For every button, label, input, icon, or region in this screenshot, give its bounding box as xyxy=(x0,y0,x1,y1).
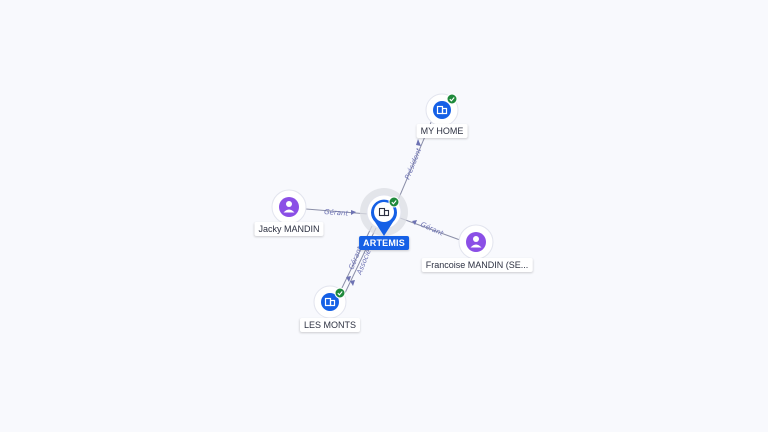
node-jacky-mandin[interactable] xyxy=(271,189,307,225)
node-artemis[interactable] xyxy=(360,188,408,236)
edge-jacky-artemis xyxy=(305,208,369,215)
node-les-monts[interactable] xyxy=(313,285,347,319)
node-francoise-mandin[interactable] xyxy=(458,224,494,260)
arrowhead-icon xyxy=(346,276,351,282)
label-jacky-mandin[interactable]: Jacky MANDIN xyxy=(254,222,324,236)
building-icon xyxy=(378,207,390,217)
check-badge-icon xyxy=(334,287,346,299)
arrowhead-icon xyxy=(416,139,421,146)
building-icon xyxy=(324,297,336,307)
building-icon xyxy=(436,105,448,115)
edge-label-gerant-jacky: Gérant xyxy=(324,208,349,218)
node-my-home[interactable] xyxy=(425,93,459,127)
person-icon xyxy=(470,236,482,248)
label-my-home[interactable]: MY HOME xyxy=(416,124,468,138)
edge-francoise-artemis xyxy=(399,217,461,241)
person-icon xyxy=(283,201,295,213)
label-francoise-mandin[interactable]: Francoise MANDIN (SE... xyxy=(421,258,533,272)
label-artemis[interactable]: ARTEMIS xyxy=(359,236,409,250)
arrowhead-icon xyxy=(412,220,417,225)
arrowhead-icon xyxy=(351,210,356,215)
arrowhead-icon xyxy=(350,280,355,286)
label-les-monts[interactable]: LES MONTS xyxy=(299,318,361,332)
check-badge-icon xyxy=(388,196,400,208)
edge-label-gerant-francoise: Gérant xyxy=(419,221,444,238)
edge-label-president: Président xyxy=(403,147,423,181)
check-badge-icon xyxy=(446,93,458,105)
